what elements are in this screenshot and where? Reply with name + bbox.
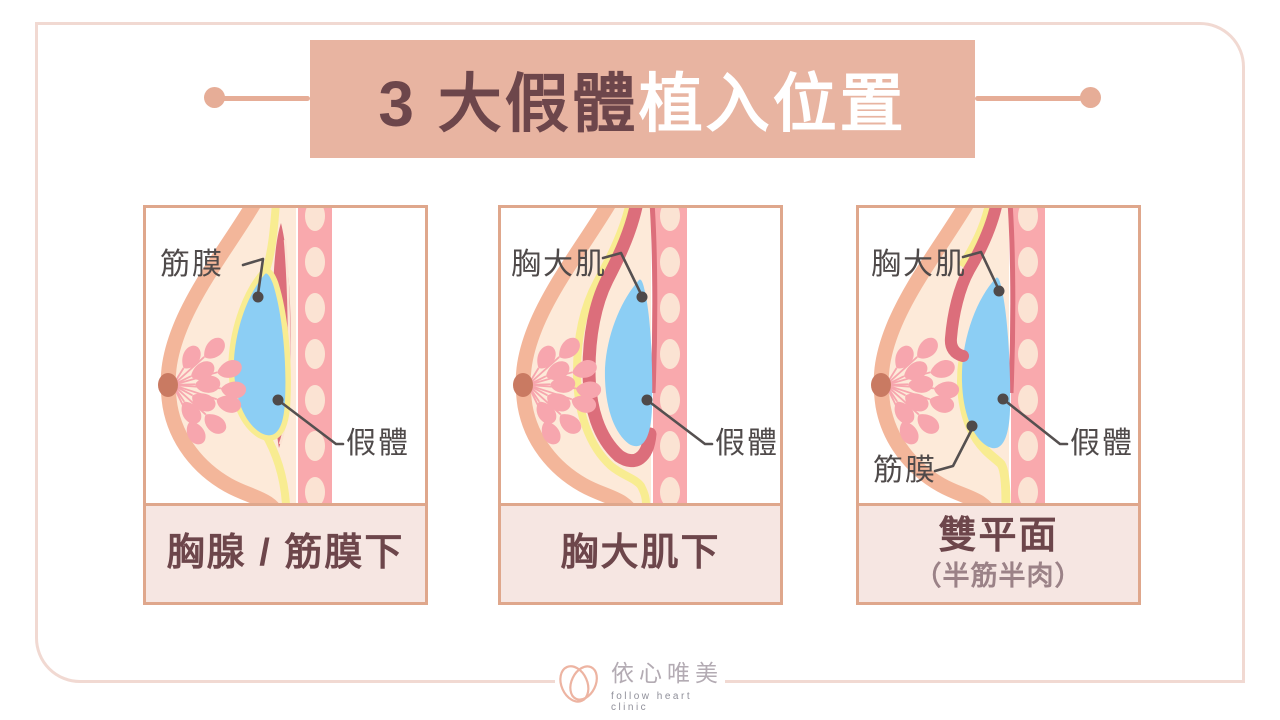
caption-text: 雙平面 [938, 515, 1059, 558]
logo-mark-icon [559, 665, 598, 703]
logo-text-block: 依心唯美 follow heart clinic [611, 654, 725, 713]
label-fascia: 筋膜 [873, 454, 937, 487]
title-connector-line-right [975, 96, 1082, 101]
label-implant: 假體 [715, 427, 779, 460]
caption-text: 胸腺 / 筋膜下 [166, 532, 405, 575]
panel1-caption: 胸腺 / 筋膜下 [146, 503, 425, 602]
label-implant: 假體 [346, 427, 410, 460]
panel3-illustration: 胸大肌 假體 筋膜 [859, 208, 1138, 503]
breast-cross-section-diagram-subfascial: 筋膜 假體 [158, 208, 410, 503]
title-connector-line-left [214, 96, 310, 101]
nipple [158, 373, 178, 397]
caption-subtext: （半筋半肉） [914, 561, 1083, 592]
connector-dot-right [1080, 87, 1101, 108]
page-title-light: 植入位置 [638, 68, 907, 140]
connector-dot-left [204, 87, 225, 108]
label-fascia: 筋膜 [160, 248, 224, 281]
breast-cross-section-diagram-dual-plane: 胸大肌 假體 筋膜 [871, 208, 1134, 503]
panel1-illustration: 筋膜 假體 [146, 208, 425, 503]
panel2-caption: 胸大肌下 [501, 503, 780, 602]
clinic-name-en: follow heart clinic [610, 690, 693, 713]
clinic-name-zh: 依心唯美 [610, 659, 723, 686]
panel-dual-plane: 胸大肌 假體 筋膜 雙平面 （半筋半肉） [856, 205, 1141, 605]
panel-subglandular: 筋膜 假體 胸腺 / 筋膜下 [143, 205, 428, 605]
breast-cross-section-diagram-submuscular: 胸大肌 假體 [511, 208, 779, 503]
label-pectoralis: 胸大肌 [871, 248, 967, 281]
panel3-caption: 雙平面 （半筋半肉） [859, 503, 1138, 602]
nipple [513, 373, 533, 397]
panel-submuscular: 胸大肌 假體 胸大肌下 [498, 205, 783, 605]
page-title-dark: 3 大假體 [378, 68, 639, 140]
panel2-illustration: 胸大肌 假體 [501, 208, 780, 503]
caption-text: 胸大肌下 [560, 532, 721, 575]
label-implant: 假體 [1070, 427, 1134, 460]
clinic-logo: 依心唯美 follow heart clinic [555, 652, 725, 714]
label-pectoralis: 胸大肌 [511, 248, 607, 281]
title-banner: 3 大假體植入位置 [310, 40, 975, 158]
nipple [871, 373, 891, 397]
